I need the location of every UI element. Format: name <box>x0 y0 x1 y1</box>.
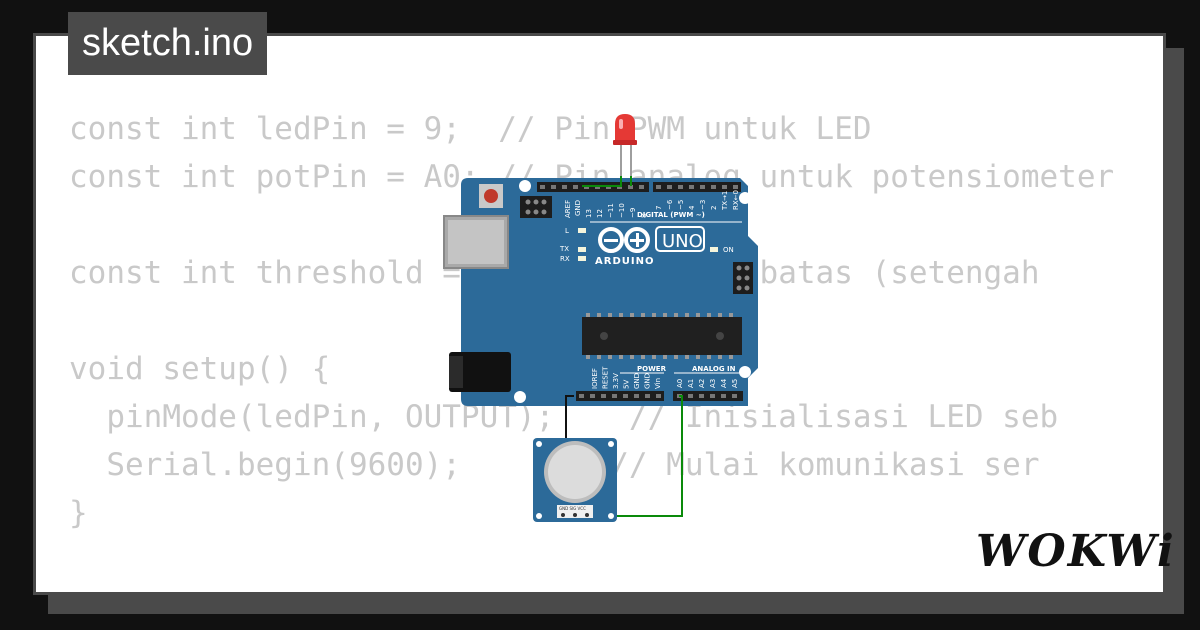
pin-label: ~5 <box>677 200 685 210</box>
potentiometer[interactable]: GND SIG VCC <box>533 438 617 522</box>
aref-label: AREF <box>564 200 572 218</box>
mount-hole <box>739 366 751 378</box>
led-tx-indicator <box>578 247 586 252</box>
pin-label: ~10 <box>618 203 626 218</box>
code-line[interactable]: void setup() { <box>69 351 331 387</box>
pin-label: RX←0 <box>732 190 740 210</box>
code-line[interactable]: const int ledPin = 9; // Pin PWM untuk L… <box>69 111 872 147</box>
arduino-logo: UNO ARDUINO <box>595 226 705 267</box>
analog-header <box>673 391 743 401</box>
mount-hole <box>739 192 751 204</box>
pin-label: GND <box>644 373 652 389</box>
led-l-indicator <box>578 228 586 233</box>
pin-label: A3 <box>709 379 717 388</box>
led-rx-indicator <box>578 256 586 261</box>
file-title-tab[interactable]: sketch.ino <box>68 12 268 75</box>
pin-label: ~6 <box>666 199 674 210</box>
pin-label: A2 <box>698 379 706 388</box>
pin-label: 12 <box>596 209 604 218</box>
icsp-header <box>520 196 552 218</box>
power-header <box>576 391 664 401</box>
tx-label: TX <box>559 245 569 253</box>
pot-pin-labels: GND SIG VCC <box>559 506 586 511</box>
pin-label: A5 <box>731 379 739 388</box>
pin-label: ~3 <box>699 200 707 210</box>
led-on-indicator <box>710 247 718 252</box>
code-line[interactable]: void loop() { <box>69 585 1134 592</box>
pin-label: A0 <box>676 379 684 388</box>
pin-label: ~9 <box>629 208 637 218</box>
icsp-header-2 <box>733 262 753 294</box>
pin-label: ~11 <box>607 203 615 218</box>
mount-hole <box>519 180 531 192</box>
pot-knob[interactable] <box>548 445 602 499</box>
pin-label: Vin <box>654 378 662 389</box>
pin-label: GND <box>633 373 641 389</box>
atmega-chip <box>582 313 742 359</box>
power-label: POWER <box>637 365 667 373</box>
digital-label: DIGITAL (PWM ~) <box>637 211 705 219</box>
wokwi-logo: WOKWi <box>976 526 1176 577</box>
rx-label: RX <box>560 255 570 263</box>
pin-label: A4 <box>720 378 728 388</box>
pin-label: 13 <box>585 209 593 218</box>
on-label: ON <box>723 246 734 254</box>
code-line[interactable]: } <box>69 495 88 531</box>
pin-label: 8 <box>640 214 648 218</box>
mount-hole <box>514 391 526 403</box>
pin-label: 7 <box>655 206 663 210</box>
pin-label: 3.3V <box>612 373 620 389</box>
digital-header-right <box>653 182 741 192</box>
pin-label: RESET <box>602 366 610 389</box>
wire-pot-a0[interactable] <box>594 395 683 517</box>
pin-label: 4 <box>688 205 696 210</box>
red-led[interactable] <box>613 114 637 186</box>
pin-label: 5V <box>623 380 631 389</box>
l-led-label: L <box>565 227 569 235</box>
pin-label: 2 <box>710 206 718 210</box>
gnd-label: GND <box>574 200 582 216</box>
board-brand: ARDUINO <box>595 256 654 267</box>
pin-label: IOREF <box>591 368 599 389</box>
pin-label: A1 <box>687 379 695 388</box>
power-jack <box>449 352 511 392</box>
wire-led-gnd[interactable] <box>582 176 622 187</box>
board-model: UNO <box>662 231 703 252</box>
pin-label: TX→1 <box>721 191 729 211</box>
analog-label: ANALOG IN <box>692 365 736 373</box>
